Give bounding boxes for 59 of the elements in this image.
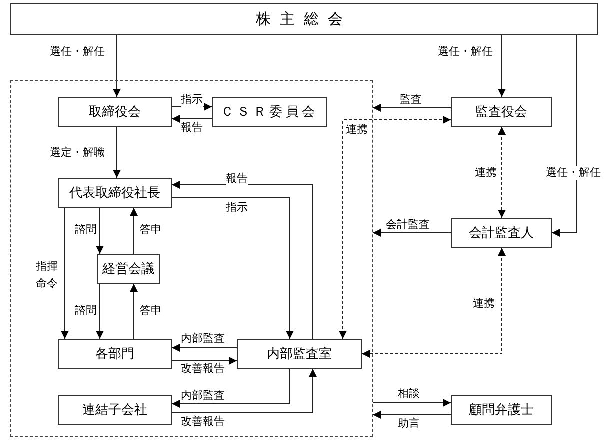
- title-box: 株主総会: [10, 3, 598, 35]
- arrow: [362, 248, 506, 358]
- org-box: 顧問弁護士: [451, 395, 552, 425]
- arrow: [372, 229, 452, 237]
- arrow: [172, 115, 212, 123]
- edge-label: 相談: [398, 387, 420, 401]
- edge-label: 報告: [181, 121, 203, 135]
- edge-label: 指示: [181, 93, 203, 107]
- edge-label: 会計監査: [386, 218, 430, 232]
- arrow: [96, 208, 104, 254]
- edge-label: 答申: [140, 223, 162, 237]
- org-box: 連結子会社: [58, 395, 172, 425]
- edge-label: 監査: [400, 93, 422, 107]
- org-box: 会計監査人: [451, 218, 552, 248]
- edge-label: 内部監査: [181, 332, 225, 346]
- edge-label: 助言: [398, 417, 420, 431]
- arrow: [130, 284, 138, 340]
- org-box: 取締役会: [58, 97, 172, 127]
- edge-label: 選任・解任: [546, 166, 601, 180]
- edge-label: 連携: [473, 297, 495, 311]
- arrow: [172, 344, 238, 352]
- arrow: [113, 126, 121, 178]
- arrow: [130, 208, 138, 254]
- arrow: [172, 357, 238, 365]
- arrow: [339, 116, 452, 340]
- arrow: [498, 126, 506, 218]
- org-box: 監査役会: [451, 97, 552, 127]
- arrow: [172, 368, 317, 414]
- edge-label: 諮問: [75, 304, 97, 318]
- arrow: [113, 34, 121, 98]
- arrow: [172, 368, 290, 408]
- arrow: [372, 104, 452, 112]
- arrow: [172, 103, 212, 111]
- arrow: [552, 34, 578, 237]
- edge-label: 連携: [346, 123, 368, 137]
- org-box: ＣＳＲ委員会: [212, 97, 327, 127]
- edge-label: 選定・解職: [50, 146, 105, 160]
- arrow: [372, 411, 452, 419]
- edge-label: 報告: [226, 172, 248, 186]
- arrow: [96, 284, 104, 340]
- arrow: [61, 208, 69, 340]
- edge-label: 選任・解任: [438, 45, 493, 59]
- edge-label: 答申: [140, 304, 162, 318]
- arrow: [372, 399, 452, 407]
- edge-label: 指示: [226, 201, 248, 215]
- edge-label: 指揮命令: [36, 258, 60, 292]
- edge-label: 選任・解任: [50, 45, 105, 59]
- org-box: 内部監査室: [237, 339, 362, 369]
- arrow: [172, 181, 314, 340]
- edge-label: 内部監査: [181, 389, 225, 403]
- arrow: [172, 198, 294, 340]
- edge-label: 諮問: [75, 223, 97, 237]
- edge-label: 改善報告: [181, 362, 225, 376]
- org-box: 各部門: [58, 339, 172, 369]
- org-box: 経営会議: [97, 254, 160, 284]
- edge-label: 連携: [475, 166, 497, 180]
- edge-label: 改善報告: [181, 415, 225, 429]
- arrow: [498, 34, 506, 98]
- org-box: 代表取締役社長: [58, 178, 172, 208]
